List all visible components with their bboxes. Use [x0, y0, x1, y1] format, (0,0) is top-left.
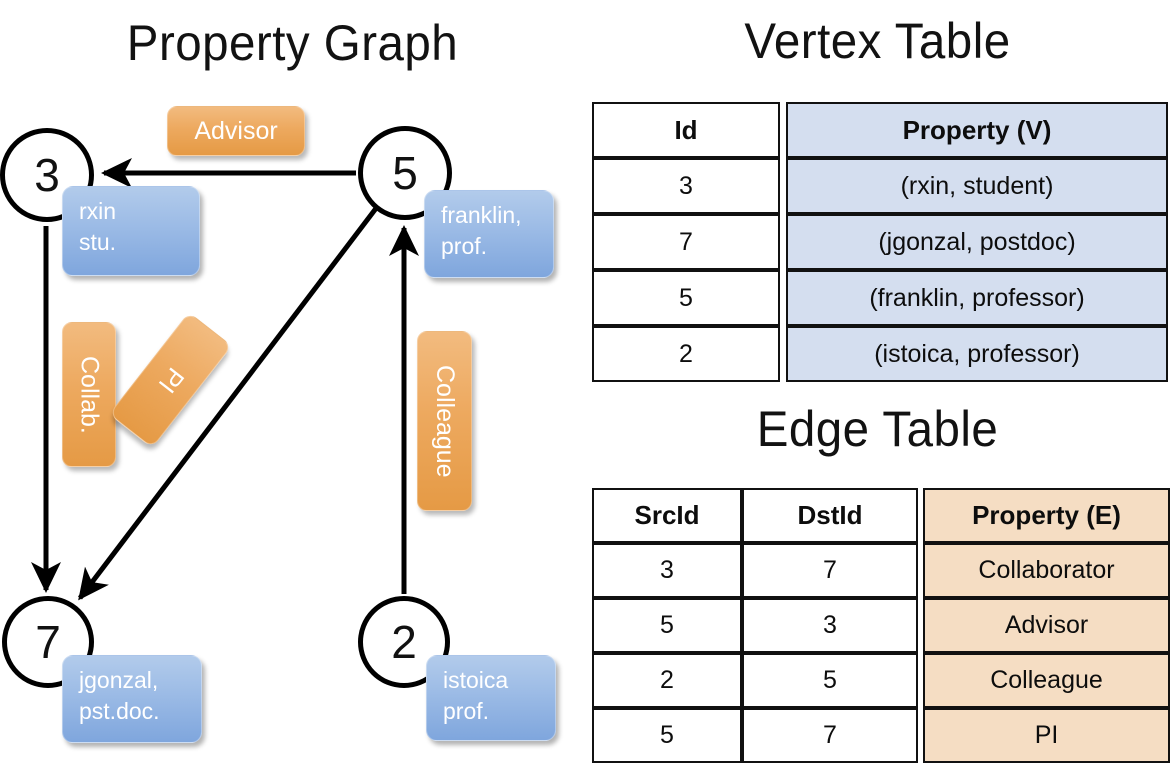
property-graph-diagram: 3 5 7 2 rxin stu. franklin, prof. jgonza… — [0, 0, 585, 760]
vertex-table-header-id: Id — [592, 102, 780, 158]
vertex-cell-id: 5 — [592, 270, 780, 326]
graph-node-7-label: 7 — [35, 616, 61, 668]
edge-cell-dstid: 3 — [742, 598, 918, 653]
graph-node-5-label: 5 — [392, 147, 418, 199]
edge-table-header-srcid: SrcId — [592, 488, 742, 543]
column-gap — [918, 598, 923, 653]
edge-label-collab: Collab. — [62, 322, 116, 467]
table-row: 2 5 Colleague — [592, 653, 1170, 708]
column-gap — [780, 270, 786, 326]
edge-cell-property: Collaborator — [923, 543, 1170, 598]
table-header-row: SrcId DstId Property (E) — [592, 488, 1170, 543]
edge-cell-dstid: 5 — [742, 653, 918, 708]
edge-cell-property: Colleague — [923, 653, 1170, 708]
vertex-cell-id: 3 — [592, 158, 780, 214]
table-row: 2 (istoica, professor) — [592, 326, 1168, 382]
edge-label-pi-text: PI — [152, 362, 190, 399]
edge-cell-property: PI — [923, 708, 1170, 763]
edge-cell-srcid: 2 — [592, 653, 742, 708]
node-property-box-2: istoica prof. — [426, 655, 556, 741]
column-gap — [918, 488, 923, 543]
page-title-property-graph: Property Graph — [126, 15, 459, 71]
edge-table-header-dstid: DstId — [742, 488, 918, 543]
edge-cell-property: Advisor — [923, 598, 1170, 653]
column-gap — [780, 326, 786, 382]
node-property-box-5: franklin, prof. — [424, 190, 554, 278]
table-row: 3 (rxin, student) — [592, 158, 1168, 214]
column-gap — [918, 543, 923, 598]
vertex-cell-property: (istoica, professor) — [786, 326, 1168, 382]
table-row: 5 3 Advisor — [592, 598, 1170, 653]
table-row: 5 7 PI — [592, 708, 1170, 763]
vertex-cell-property: (rxin, student) — [786, 158, 1168, 214]
edge-label-advisor: Advisor — [167, 106, 305, 156]
graph-node-5[interactable]: 5 — [358, 126, 452, 220]
vertex-cell-id: 7 — [592, 214, 780, 270]
column-gap — [780, 158, 786, 214]
edge-cell-dstid: 7 — [742, 543, 918, 598]
page-title-vertex-table: Vertex Table — [744, 13, 1011, 69]
column-gap — [918, 653, 923, 708]
vertex-table-header-property: Property (V) — [786, 102, 1168, 158]
column-gap — [780, 214, 786, 270]
table-header-row: Id Property (V) — [592, 102, 1168, 158]
edge-table: SrcId DstId Property (E) 3 7 Collaborato… — [592, 488, 1170, 763]
vertex-cell-id: 2 — [592, 326, 780, 382]
edge-table-header-property: Property (E) — [923, 488, 1170, 543]
graph-node-2-label: 2 — [391, 616, 417, 668]
edge-label-collab-text: Collab. — [75, 355, 104, 434]
edge-cell-dstid: 7 — [742, 708, 918, 763]
table-row: 7 (jgonzal, postdoc) — [592, 214, 1168, 270]
edge-label-advisor-text: Advisor — [194, 116, 278, 145]
page-title-edge-table: Edge Table — [756, 401, 999, 457]
edge-cell-srcid: 5 — [592, 708, 742, 763]
node-property-box-7: jgonzal, pst.doc. — [62, 655, 202, 743]
edge-cell-srcid: 5 — [592, 598, 742, 653]
vertex-cell-property: (franklin, professor) — [786, 270, 1168, 326]
edge-label-colleague: Colleague — [417, 331, 472, 511]
graph-node-3-label: 3 — [34, 149, 60, 201]
edge-label-colleague-text: Colleague — [431, 364, 459, 478]
column-gap — [918, 708, 923, 763]
node-property-box-3: rxin stu. — [62, 186, 200, 276]
graph-edges-svg — [31, 158, 419, 601]
vertex-cell-property: (jgonzal, postdoc) — [786, 214, 1168, 270]
table-row: 5 (franklin, professor) — [592, 270, 1168, 326]
edge-arrow-5-to-7 — [78, 205, 379, 601]
vertex-table: Id Property (V) 3 (rxin, student) 7 (jgo… — [592, 102, 1168, 382]
edge-cell-srcid: 3 — [592, 543, 742, 598]
graph-node-2[interactable]: 2 — [358, 596, 450, 688]
table-row: 3 7 Collaborator — [592, 543, 1170, 598]
column-gap — [780, 102, 786, 158]
